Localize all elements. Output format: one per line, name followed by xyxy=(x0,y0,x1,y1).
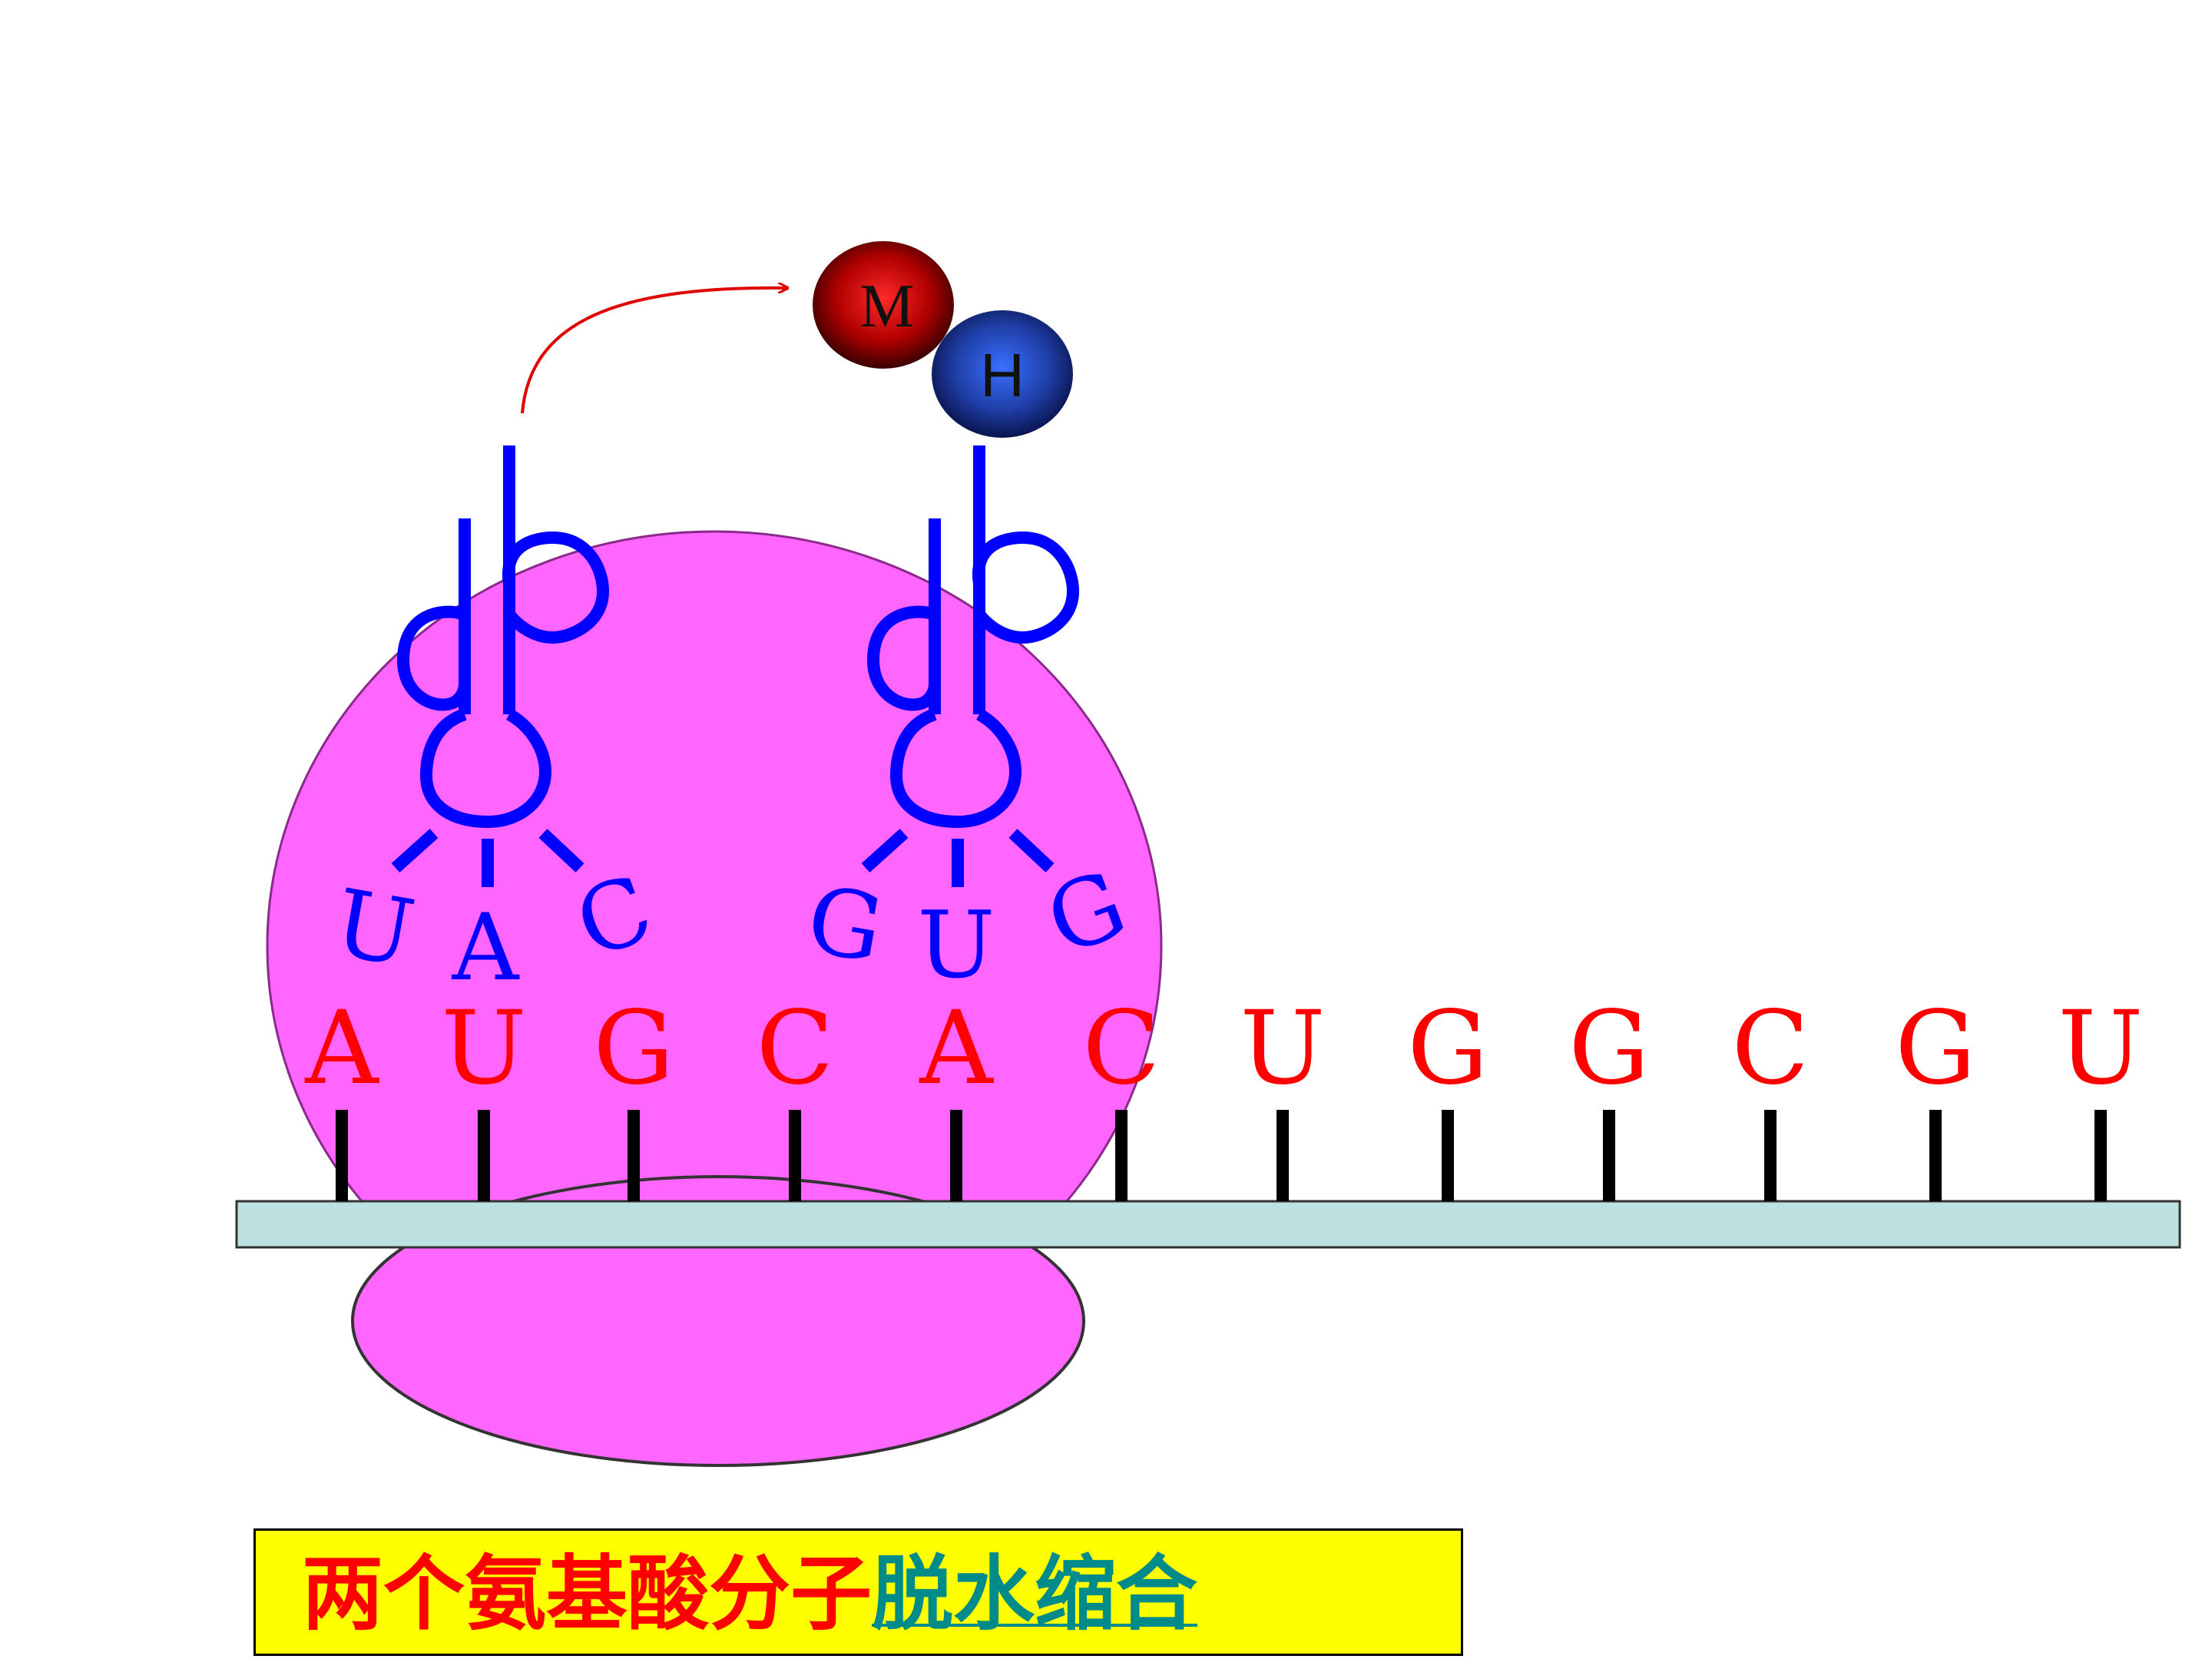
mrna-ticks xyxy=(336,1110,2107,1201)
trna-1-anticodon-1: U xyxy=(326,869,422,988)
mrna-base: U xyxy=(1240,989,1325,1108)
mrna-base: C xyxy=(757,989,834,1108)
transfer-arrow xyxy=(521,288,787,414)
mrna-base: C xyxy=(1732,989,1810,1108)
trna-2 xyxy=(861,445,1080,887)
mrna-strand xyxy=(235,1200,2181,1249)
caption-text-red: 两个氨基酸分子 xyxy=(302,1547,872,1641)
mrna-base: A xyxy=(919,989,994,1108)
amino-acid-h-label: H xyxy=(980,341,1025,409)
trna-2-anticodon-1: G xyxy=(800,866,891,985)
amino-acid-h: H xyxy=(932,310,1073,438)
mrna-base: G xyxy=(1407,989,1488,1108)
mrna-base: U xyxy=(2058,989,2143,1108)
amino-acid-m: M xyxy=(813,241,954,369)
mrna-base: A xyxy=(304,989,379,1108)
trna-2-anticodon-2: U xyxy=(917,892,995,999)
amino-acid-m-label: M xyxy=(859,273,914,340)
caption-box: 两个氨基酸分子脱水缩合 xyxy=(253,1528,1463,1656)
mrna-base: C xyxy=(1083,989,1161,1108)
mrna-base: G xyxy=(1568,989,1649,1108)
trna-1-anticodon-2: A xyxy=(452,895,520,1002)
caption-text-teal: 脱水缩合 xyxy=(872,1547,1197,1641)
mrna-base: U xyxy=(441,989,526,1108)
trna-1 xyxy=(391,445,610,887)
ribosome-small-subunit xyxy=(351,1175,1085,1467)
mrna-base: G xyxy=(593,989,674,1108)
mrna-base: G xyxy=(1895,989,1975,1108)
